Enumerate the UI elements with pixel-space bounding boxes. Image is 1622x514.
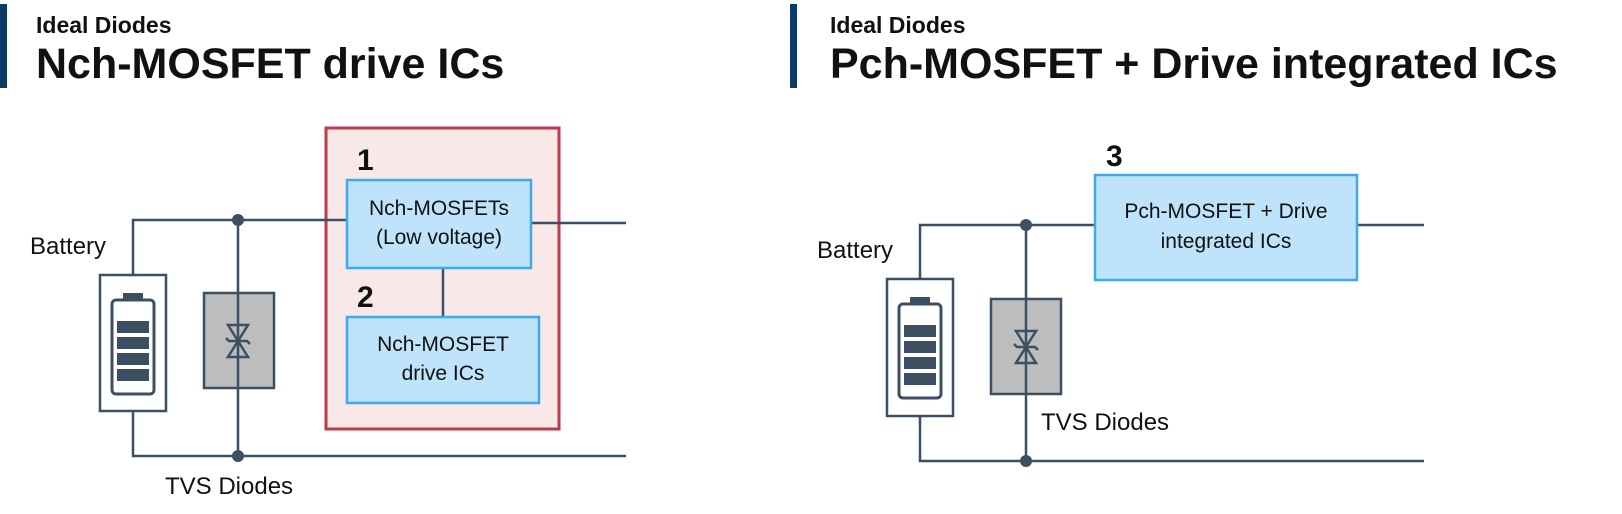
right-block3-box [1093, 173, 1359, 282]
right-accent-bar [790, 4, 797, 88]
left-block2-box [345, 315, 541, 405]
right-block3-line1: Pch-MOSFET + Drive [1124, 200, 1327, 223]
right-battery-label: Battery [817, 237, 893, 264]
right-panel-header: Ideal Diodes Pch-MOSFET + Drive integrat… [790, 0, 1622, 92]
left-tvs-diode-icon [202, 291, 276, 390]
right-tvs-label: TVS Diodes [1041, 409, 1169, 436]
left-block2-line1: Nch-MOSFET [377, 333, 509, 356]
right-junction-bottom [1020, 455, 1032, 467]
left-junction-top [232, 214, 244, 226]
left-block1-line2: (Low voltage) [376, 226, 502, 249]
right-block3-number: 3 [1106, 140, 1123, 173]
left-junction-bottom [232, 450, 244, 462]
right-block3-line2: integrated ICs [1161, 230, 1292, 253]
left-battery-label: Battery [30, 233, 106, 260]
right-eyebrow: Ideal Diodes [830, 12, 966, 38]
left-accent-bar [0, 4, 7, 88]
right-battery-icon [885, 277, 955, 418]
left-eyebrow: Ideal Diodes [36, 12, 172, 38]
left-tvs-label: TVS Diodes [165, 473, 293, 500]
left-battery-icon [98, 273, 168, 413]
right-title: Pch-MOSFET + Drive integrated ICs [830, 40, 1558, 88]
left-block1-number: 1 [357, 144, 374, 177]
left-circuit: Battery TVS Diodes 1 Nch-MOSFETs (Low vo… [30, 126, 626, 500]
left-block2-line2: drive ICs [402, 362, 485, 385]
left-panel-header: Ideal Diodes Nch-MOSFET drive ICs [0, 0, 780, 92]
left-block1-box [345, 178, 533, 270]
right-tvs-diode-icon [989, 297, 1063, 396]
left-title: Nch-MOSFET drive ICs [36, 40, 505, 88]
right-junction-top [1020, 219, 1032, 231]
left-block2-number: 2 [357, 281, 374, 314]
left-block1-line1: Nch-MOSFETs [369, 197, 509, 220]
right-circuit: Battery TVS Diodes 3 Pch-MOSFET + Drive … [817, 140, 1424, 467]
